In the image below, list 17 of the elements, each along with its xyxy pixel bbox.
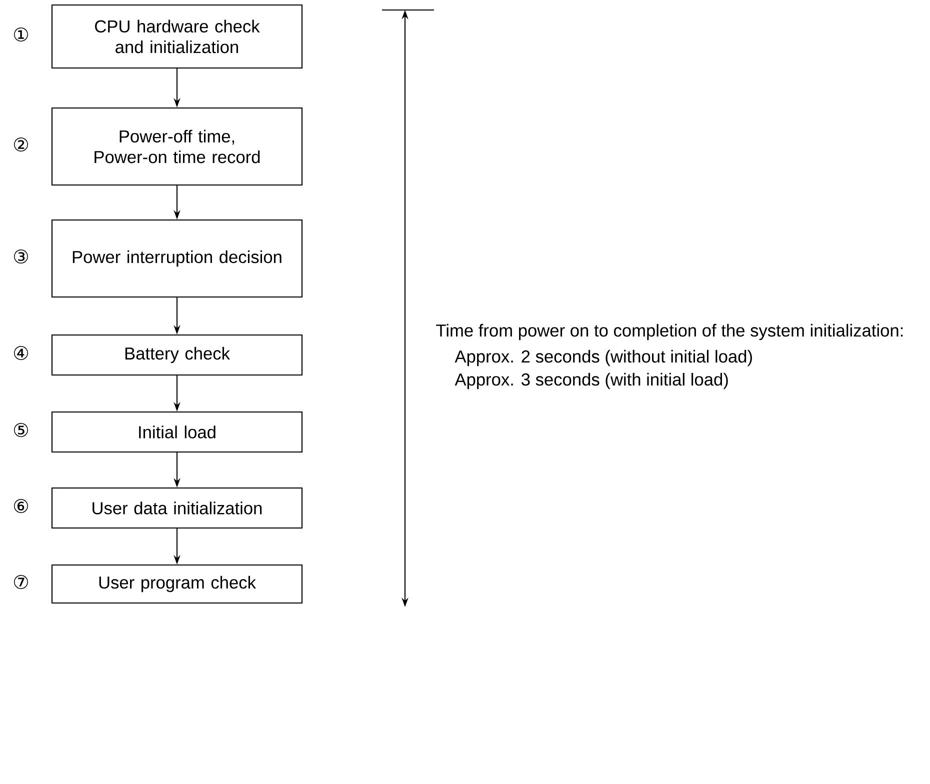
process-box: Battery check: [51, 334, 303, 376]
step-number: ③: [14, 250, 28, 264]
step-number: ⑥: [14, 499, 28, 513]
process-box: Power-off time, Power-on time record: [51, 107, 303, 186]
process-box: User program check: [51, 564, 303, 604]
process-box: CPU hardware check and initialization: [51, 4, 303, 69]
process-box: Initial load: [51, 411, 303, 453]
note-text: Time from power on to completion of the system initialization:: [436, 324, 903, 340]
step-number: ⑦: [14, 575, 28, 589]
step-number: ②: [14, 138, 28, 152]
note-text: Approx. 3 seconds (with initial load): [454, 372, 728, 390]
process-box: User data initialization: [51, 487, 303, 529]
step-number: ①: [14, 28, 28, 42]
step-number: ④: [14, 346, 28, 360]
note-text: Approx. 2 seconds (without initial load): [454, 350, 752, 366]
step-number: ⑤: [14, 423, 28, 437]
process-box: Power interruption decision: [51, 219, 303, 298]
